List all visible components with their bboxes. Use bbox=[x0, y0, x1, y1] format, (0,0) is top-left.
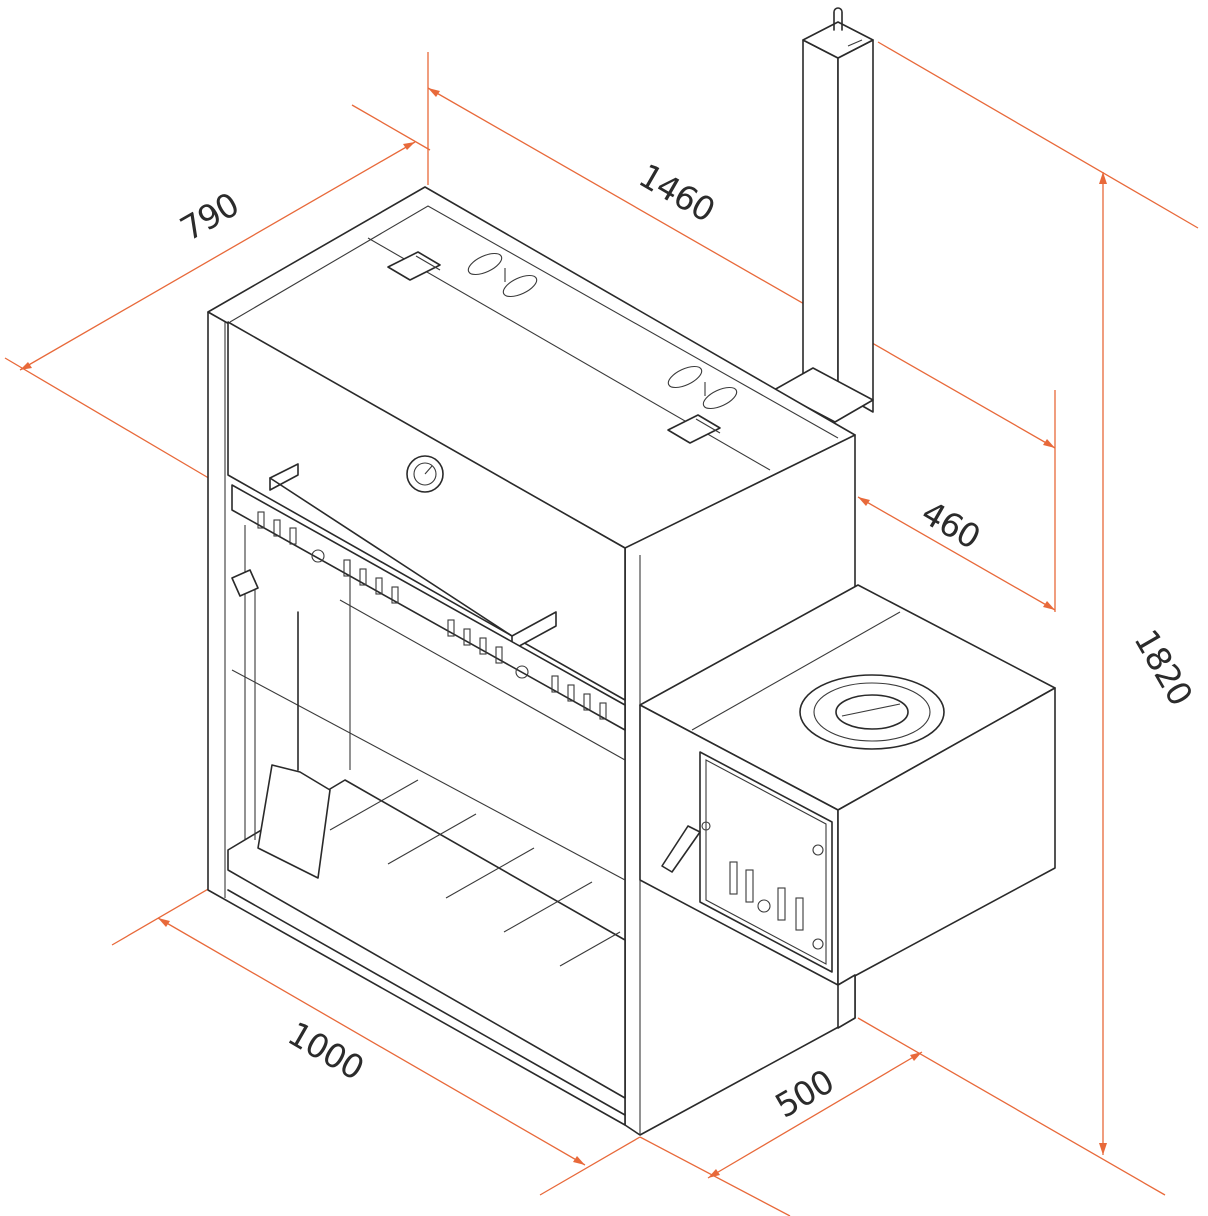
dim-label-1460: 1460 bbox=[632, 156, 721, 230]
door-bolt-bottom bbox=[812, 938, 824, 950]
top-vent-damper bbox=[667, 365, 738, 410]
dim-line-790 bbox=[19, 141, 416, 371]
firebox-door-inset bbox=[705, 759, 827, 965]
arrow-1000-a bbox=[158, 918, 170, 927]
door-latch-icon bbox=[661, 821, 711, 873]
burner-plate-icon bbox=[799, 674, 945, 750]
dim-ext-1820-top bbox=[877, 41, 1199, 229]
arrow-1820-b bbox=[1099, 1143, 1107, 1155]
chimney-side-face bbox=[837, 39, 874, 413]
dim-line-500 bbox=[707, 1051, 923, 1179]
dim-ext-1000-b bbox=[539, 1136, 641, 1196]
dimension-lines bbox=[4, 41, 1199, 1216]
chimney-top-face bbox=[802, 21, 874, 59]
dim-line-1000 bbox=[157, 917, 586, 1166]
chimney bbox=[773, 7, 874, 423]
dimension-arrows bbox=[20, 88, 1107, 1178]
firebox-door bbox=[699, 751, 833, 973]
arrow-500-b bbox=[910, 1052, 922, 1061]
handle-rail bbox=[269, 477, 513, 637]
dim-ext-1000-a bbox=[111, 887, 211, 946]
vent-slots bbox=[257, 511, 607, 720]
dim-ext-790-b bbox=[351, 104, 431, 151]
door-bolt-top bbox=[812, 844, 824, 856]
firebox-door-vents bbox=[729, 861, 804, 931]
dim-label-790: 790 bbox=[174, 185, 245, 249]
dim-line-460 bbox=[857, 496, 1056, 611]
hinge-icon bbox=[387, 251, 441, 281]
lower-rail-back bbox=[339, 599, 626, 761]
arrow-790-a bbox=[20, 362, 32, 370]
arrow-790-b bbox=[403, 142, 415, 150]
dim-ext-790-a bbox=[4, 357, 213, 481]
dim-line-1460 bbox=[427, 87, 1056, 449]
dim-ext-1820-bot bbox=[857, 1017, 1166, 1196]
dim-ext-500-a bbox=[639, 1136, 791, 1216]
firebox bbox=[639, 584, 1056, 1029]
bottom-shelf-slats bbox=[329, 779, 621, 967]
dim-label-1820: 1820 bbox=[1126, 623, 1200, 712]
top-vent-damper bbox=[467, 252, 538, 298]
hinge-icon bbox=[667, 414, 721, 444]
arrow-1820-a bbox=[1099, 172, 1107, 184]
chimney-cap-knob bbox=[833, 7, 843, 31]
arrow-1000-b bbox=[573, 1156, 585, 1165]
chimney-cap-detail bbox=[847, 39, 863, 47]
dim-label-1000: 1000 bbox=[281, 1014, 370, 1088]
chimney-front-face bbox=[802, 39, 839, 393]
firebox-side-face bbox=[837, 687, 1056, 986]
arrow-1460-a bbox=[428, 88, 440, 97]
arrow-500-a bbox=[708, 1169, 720, 1178]
bottom-front-rail bbox=[227, 889, 626, 1116]
ash-shovel-icon bbox=[231, 569, 331, 879]
arrow-1460-b bbox=[1043, 439, 1055, 448]
firebox-top-seam bbox=[691, 611, 901, 731]
arrow-460-b bbox=[1043, 601, 1055, 610]
dim-label-500: 500 bbox=[769, 1062, 840, 1126]
thermometer-icon bbox=[406, 455, 444, 493]
dim-label-460: 460 bbox=[915, 493, 986, 557]
arrow-460-a bbox=[858, 497, 870, 506]
firebox-lower-side bbox=[837, 974, 856, 1029]
grill-lid-front bbox=[227, 321, 626, 701]
grill-top-inner-edge bbox=[229, 205, 839, 439]
